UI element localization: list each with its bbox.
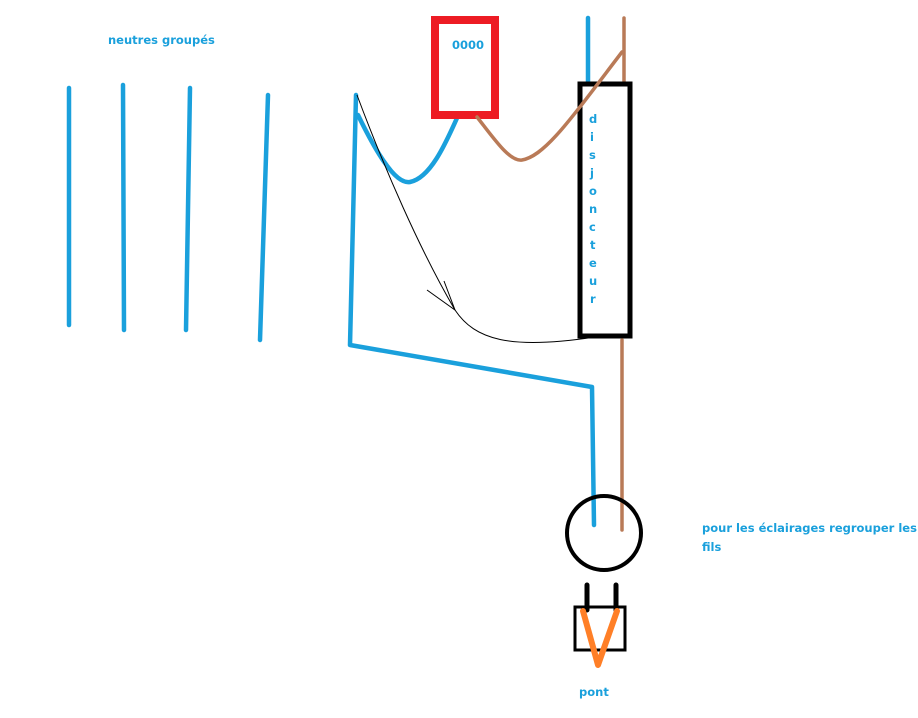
neutral-wire-4 xyxy=(257,92,271,343)
neutral-wire-2 xyxy=(120,82,127,333)
neutral-group-label: neutres groupés xyxy=(108,33,215,47)
breaker-letter: s xyxy=(589,148,596,162)
breaker-letter: d xyxy=(589,112,597,126)
meter-reading: 0000 xyxy=(452,38,484,52)
breaker-box xyxy=(577,81,633,339)
breaker-letter: c xyxy=(589,220,596,234)
grouped-neutral-wires xyxy=(66,82,271,343)
breaker-letter: t xyxy=(590,238,596,252)
breaker-letter: j xyxy=(589,166,594,180)
breaker-letter: n xyxy=(589,202,597,216)
breaker-letter: i xyxy=(590,130,594,144)
plug-icon xyxy=(573,582,627,668)
breaker-letter: o xyxy=(589,184,597,198)
lighting-note-line1: pour les éclairages regrouper les xyxy=(702,521,917,535)
breaker-label: d i s j o n c t e u r xyxy=(589,112,597,306)
meter-phase-wire xyxy=(475,50,624,162)
neutral-wire-3 xyxy=(183,85,193,333)
main-neutral-wire xyxy=(347,92,597,528)
bridge-label: pont xyxy=(579,685,609,699)
meter-box xyxy=(431,16,499,119)
breaker-letter: u xyxy=(589,274,597,288)
bridge-wire xyxy=(580,608,620,668)
breaker-letter: r xyxy=(590,292,596,306)
lighting-note-line2: fils xyxy=(702,540,721,554)
lamp-socket xyxy=(565,494,643,572)
arrow-head-icon xyxy=(426,280,457,312)
breaker-letter: e xyxy=(589,256,597,270)
meter-neutral-wire xyxy=(355,112,460,185)
flow-arrow xyxy=(356,94,596,344)
